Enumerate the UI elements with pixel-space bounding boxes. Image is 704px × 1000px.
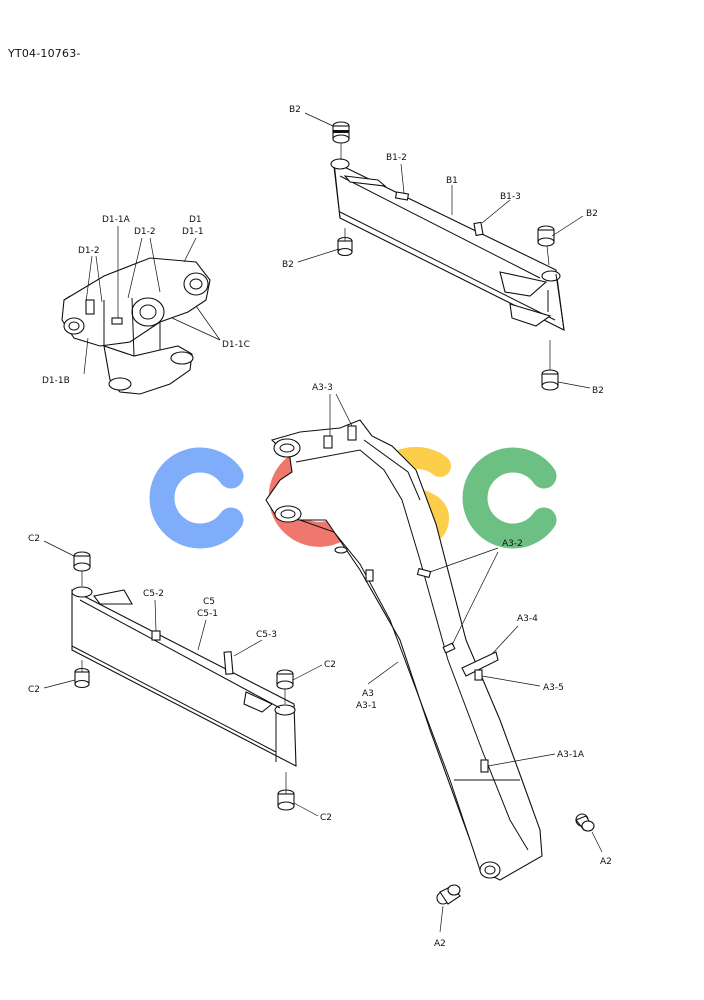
label-c2-top: C2 xyxy=(28,534,40,544)
callout-labels: B2 B1-2 B1 B1-3 B2 B2 B2 D1 D1-1A D1-1 D… xyxy=(28,105,612,949)
label-c5-3: C5-3 xyxy=(256,630,277,640)
label-b1: B1 xyxy=(446,176,458,186)
bushing-c2-left xyxy=(74,667,90,689)
label-b2-bottom: B2 xyxy=(592,386,604,396)
bushing-b2-top xyxy=(332,121,350,144)
bushing-b2-bottom xyxy=(541,369,559,391)
label-a2-right: A2 xyxy=(600,857,612,867)
watermark-letter-c1 xyxy=(149,447,244,549)
label-c2-left: C2 xyxy=(28,685,40,695)
b1-assembly xyxy=(297,112,591,391)
label-d1-1b: D1-1B xyxy=(42,376,70,386)
label-c5-2: C5-2 xyxy=(143,589,164,599)
label-b1-3: B1-3 xyxy=(500,192,521,202)
label-b2-right: B2 xyxy=(586,209,598,219)
label-d1-1: D1-1 xyxy=(182,227,204,237)
label-a3-1a: A3-1A xyxy=(557,750,585,760)
label-d1-2-left: D1-2 xyxy=(78,246,100,256)
label-a3-5: A3-5 xyxy=(543,683,564,693)
bushing-a2-right xyxy=(575,813,603,853)
label-b2-top: B2 xyxy=(289,105,301,115)
label-a3-1: A3-1 xyxy=(356,701,377,711)
label-a3-3: A3-3 xyxy=(312,383,333,393)
c5-beam xyxy=(71,586,297,767)
watermark-letter-c2 xyxy=(462,447,557,549)
a3-arm xyxy=(265,393,556,881)
label-b2-left: B2 xyxy=(282,260,294,270)
label-c5: C5 xyxy=(203,597,215,607)
d1-bracket xyxy=(61,226,221,395)
label-b1-2: B1-2 xyxy=(386,153,407,163)
label-c2-right: C2 xyxy=(324,660,336,670)
bushing-b2-left xyxy=(337,236,353,257)
label-c2-bottom: C2 xyxy=(320,813,332,823)
label-d1-1c: D1-1C xyxy=(222,340,250,350)
label-a3: A3 xyxy=(362,689,374,699)
label-a3-2: A3-2 xyxy=(502,539,523,549)
b1-beam xyxy=(330,158,565,331)
bushing-a2-left xyxy=(436,884,461,933)
bushing-c2-top xyxy=(73,551,91,572)
label-c5-1: C5-1 xyxy=(197,609,218,619)
document-id: YT04-10763- xyxy=(8,47,81,60)
label-d1-2-right: D1-2 xyxy=(134,227,156,237)
label-a3-4: A3-4 xyxy=(517,614,538,624)
label-d1: D1 xyxy=(189,215,202,225)
c5-assembly xyxy=(43,540,323,817)
bushing-c2-right xyxy=(276,669,294,690)
label-d1-1a: D1-1A xyxy=(102,215,131,225)
bushing-b2-right xyxy=(537,225,555,247)
label-a2-left: A2 xyxy=(434,939,446,949)
